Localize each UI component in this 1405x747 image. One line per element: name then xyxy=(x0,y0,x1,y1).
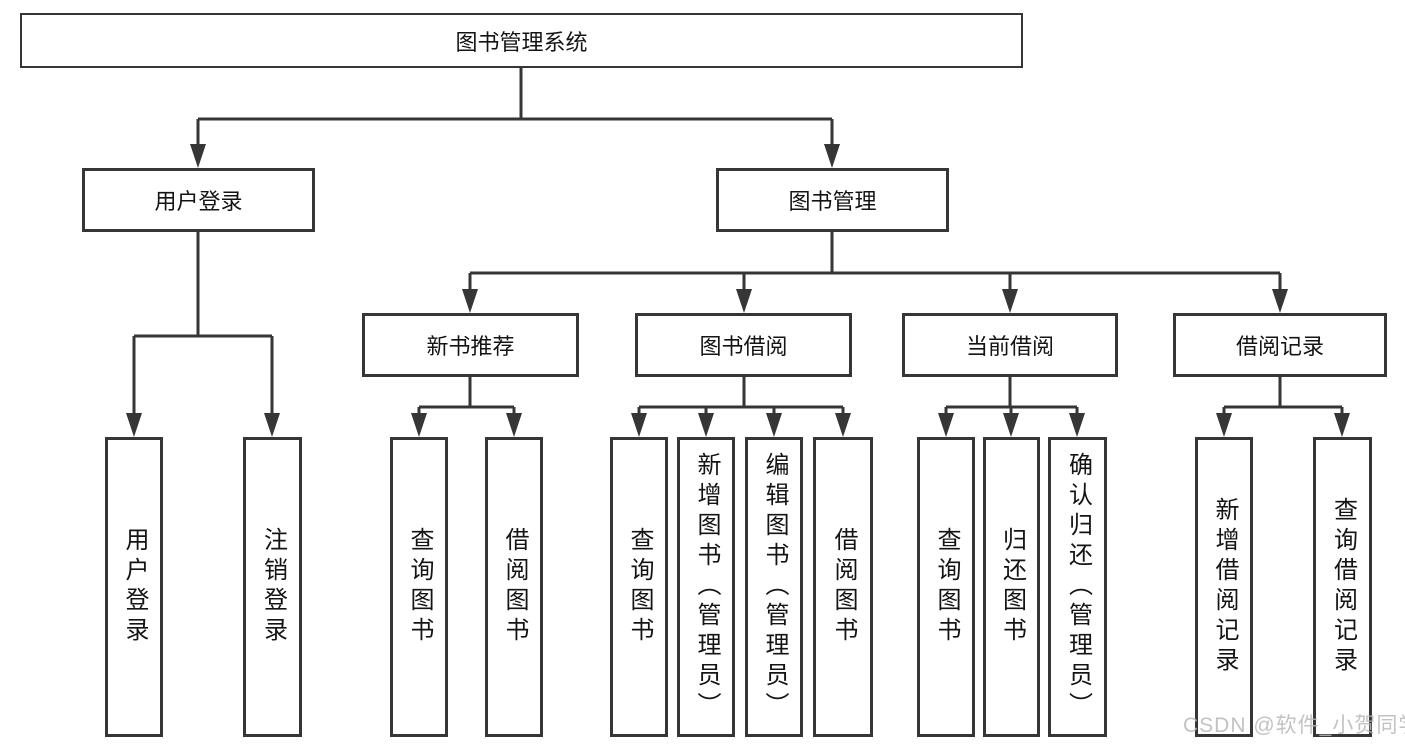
node-book-borrow: 图书借阅 xyxy=(635,313,852,377)
node-system-root: 图书管理系统 xyxy=(20,13,1023,68)
node-book-management: 图书管理 xyxy=(716,168,949,232)
leaf-logout: 注销登录 xyxy=(243,437,302,737)
leaf-nbr-borrow-books: 借阅图书 xyxy=(485,437,543,737)
node-user-login-branch: 用户登录 xyxy=(82,168,315,232)
leaf-bb-add-books-admin: 新增图书（管理员） xyxy=(677,437,735,737)
leaf-user-login: 用户登录 xyxy=(105,437,163,737)
leaf-bb-query-books: 查询图书 xyxy=(610,437,668,737)
node-new-book-recommend: 新书推荐 xyxy=(362,313,579,377)
leaf-bb-borrow-books: 借阅图书 xyxy=(813,437,873,737)
leaf-cb-confirm-return-admin: 确认归还（管理员） xyxy=(1048,437,1107,737)
leaf-br-query-record: 查询借阅记录 xyxy=(1313,437,1372,737)
leaf-br-add-record: 新增借阅记录 xyxy=(1195,437,1253,737)
leaf-nbr-query-books: 查询图书 xyxy=(390,437,448,737)
arrowheads xyxy=(126,144,1350,437)
csdn-watermark: CSDN @软件_小贺同学 xyxy=(1183,714,1405,737)
leaf-cb-return-books: 归还图书 xyxy=(983,437,1040,737)
node-borrow-records: 借阅记录 xyxy=(1173,313,1387,377)
leaf-bb-edit-books-admin: 编辑图书（管理员） xyxy=(745,437,803,737)
leaf-cb-query-books: 查询图书 xyxy=(917,437,975,737)
node-current-borrow: 当前借阅 xyxy=(902,313,1118,377)
